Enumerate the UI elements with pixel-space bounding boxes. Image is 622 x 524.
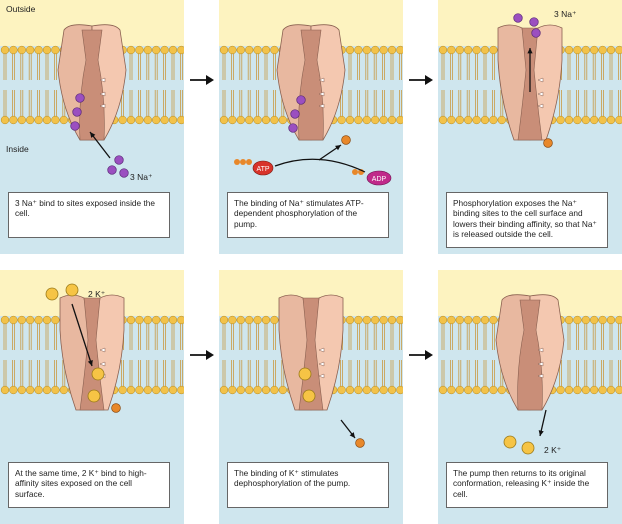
step-arrow-4-5 <box>190 350 214 360</box>
k-exit-arrow <box>538 409 547 437</box>
pump-protein <box>276 24 346 141</box>
sodium-ion <box>70 121 80 131</box>
sodium-ion <box>513 13 523 23</box>
caption-3: Phosphorylation exposes the Na⁺ binding … <box>446 192 608 248</box>
sodium-ion <box>119 168 129 178</box>
potassium-ion <box>45 287 59 301</box>
k-entry-arrow <box>71 303 93 367</box>
label-3na-bottom: 3 Na⁺ <box>130 172 153 182</box>
sodium-ion <box>288 123 298 133</box>
sodium-ion <box>296 95 306 105</box>
phosphate-group <box>341 135 351 145</box>
panel-k-release: 2 K⁺ The pump then returns to its origin… <box>438 270 622 524</box>
potassium-ion <box>298 367 312 381</box>
sodium-ion <box>529 17 539 27</box>
caption-1: 3 Na⁺ bind to sites exposed inside the c… <box>8 192 170 238</box>
panel-na-binding: Outside Inside 3 Na⁺ 3 Na⁺ bind to sites… <box>0 0 184 254</box>
sodium-ion <box>72 107 82 117</box>
phosphate-transfer-arrow <box>318 144 342 161</box>
pump-protein <box>59 294 125 411</box>
caption-5: The binding of K⁺ stimulates dephosphory… <box>227 462 389 508</box>
potassium-ion <box>65 283 79 297</box>
potassium-ion <box>302 389 316 403</box>
potassium-ion <box>91 367 105 381</box>
potassium-ion <box>521 441 535 455</box>
step-arrow-2-3 <box>409 75 433 85</box>
phosphate-group <box>111 403 121 413</box>
step-arrow-5-6 <box>409 350 433 360</box>
phosphate-release-arrow <box>340 419 356 439</box>
sodium-ion <box>75 93 85 103</box>
na-exit-arrow <box>527 48 533 92</box>
phosphate-group <box>543 138 553 148</box>
sodium-ion <box>290 109 300 119</box>
sodium-ion <box>114 155 124 165</box>
pump-protein <box>495 294 565 411</box>
adp-label: ADP <box>372 176 387 183</box>
sodium-ion <box>531 28 541 38</box>
pump-protein <box>57 24 127 141</box>
panel-k-binding: 2 K⁺ At the same time, 2 K⁺ bind to high… <box>0 270 184 524</box>
potassium-ion <box>503 435 517 449</box>
label-2k-bottom: 2 K⁺ <box>544 445 562 455</box>
na-entry-arrow <box>89 131 111 159</box>
label-3na-top: 3 Na⁺ <box>554 9 577 19</box>
panel-phosphorylation: ATP ADP The binding of Na⁺ stimulates ATP… <box>219 0 403 254</box>
phosphate-group <box>355 438 365 448</box>
step-arrow-1-2 <box>190 75 214 85</box>
atp-label: ATP <box>256 166 269 173</box>
caption-2: The binding of Na⁺ stimulates ATP-depend… <box>227 192 389 238</box>
pump-protein <box>278 294 344 411</box>
caption-4: At the same time, 2 K⁺ bind to high-affi… <box>8 462 170 508</box>
potassium-ion <box>87 389 101 403</box>
label-outside: Outside <box>6 4 36 14</box>
caption-6: The pump then returns to its original co… <box>446 462 608 508</box>
label-2k-top: 2 K⁺ <box>88 289 106 299</box>
panel-dephosphorylation: The binding of K⁺ stimulates dephosphory… <box>219 270 403 524</box>
panel-na-release: 3 Na⁺ Phosphorylation exposes the Na⁺ bi… <box>438 0 622 254</box>
atp-molecule <box>234 159 274 176</box>
label-inside: Inside <box>6 144 29 154</box>
sodium-ion <box>107 165 117 175</box>
